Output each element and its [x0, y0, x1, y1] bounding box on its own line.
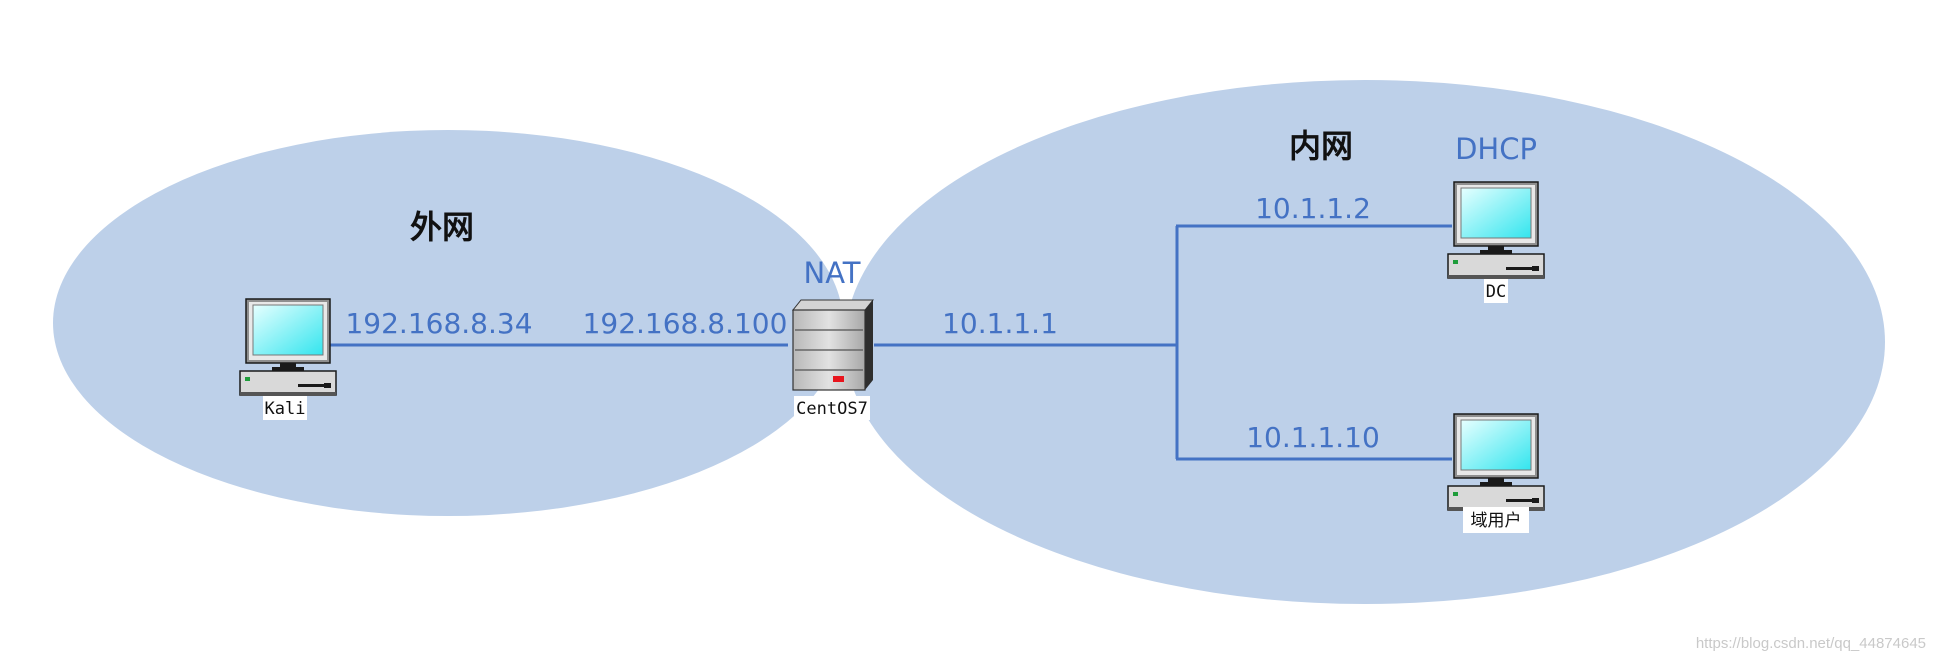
kali-host[interactable]: Kali [239, 298, 337, 420]
host-label-bg [1463, 507, 1529, 533]
external-zone [53, 130, 843, 516]
host-label-bg [1484, 279, 1508, 303]
dc-name: DC [1486, 282, 1506, 302]
watermark: https://blog.csdn.net/qq_44874645 [1696, 635, 1926, 652]
centos-name: CentOS7 [796, 399, 868, 419]
kali-name: Kali [265, 399, 306, 419]
domain-user-host[interactable]: 域用户 [1447, 413, 1545, 533]
server-icon [791, 299, 875, 391]
centos-external-ip: 192.168.8.100 [583, 307, 788, 340]
internal-zone-title: 内网 [1289, 127, 1353, 165]
centos-internal-ip: 10.1.1.1 [942, 307, 1058, 340]
desktop-computer-icon [1447, 181, 1545, 280]
host-label-bg [263, 396, 307, 420]
kali-ip: 192.168.8.34 [345, 307, 532, 340]
desktop-computer-icon [239, 298, 337, 397]
internal-zone [845, 80, 1885, 604]
domain-user-ip: 10.1.1.10 [1246, 421, 1380, 454]
centos-server[interactable]: CentOS7 [791, 299, 875, 420]
dc-ip: 10.1.1.2 [1255, 192, 1371, 225]
domain-user-name: 域用户 [1471, 511, 1522, 531]
centos-role: NAT [804, 256, 861, 290]
links [328, 224, 1452, 461]
desktop-computer-icon [1447, 413, 1545, 512]
dc-role: DHCP [1455, 132, 1537, 166]
dc-host[interactable]: DC [1447, 181, 1545, 303]
external-zone-title: 外网 [410, 208, 474, 246]
host-label-bg [794, 396, 870, 420]
